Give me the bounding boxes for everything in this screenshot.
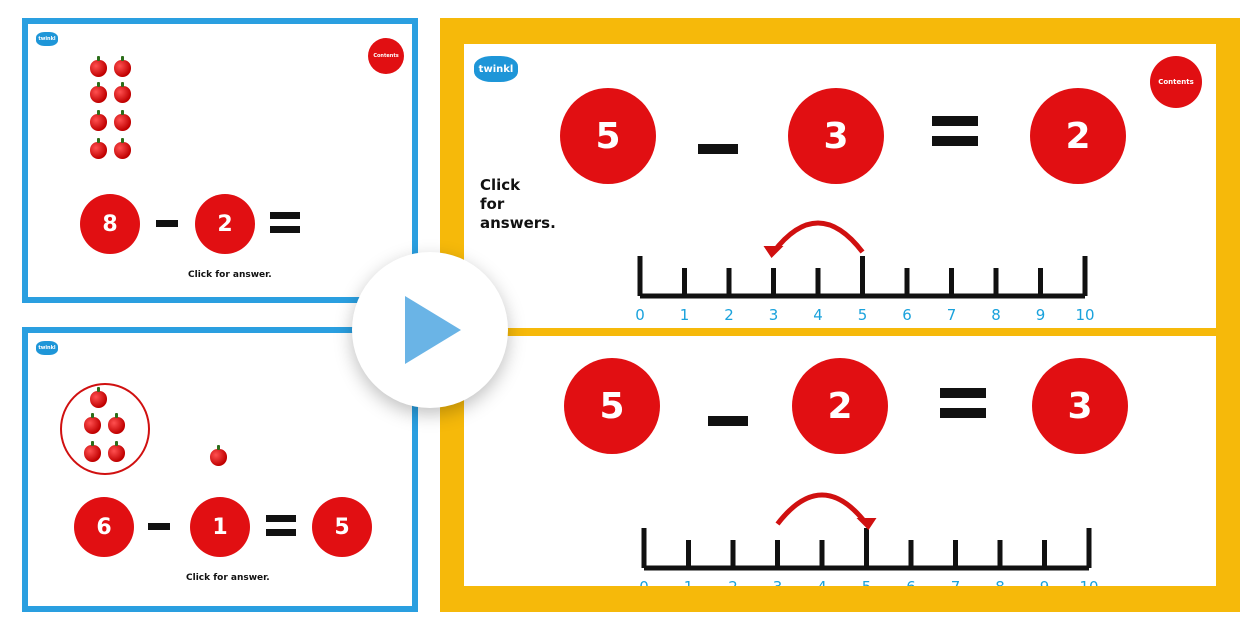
tick-label: 3 [769,306,779,324]
apple-icon [108,441,125,462]
equals-sign [932,116,978,146]
number-circle: 8 [80,194,140,254]
preview-panel-2: 5 2 3 0 1 2 3 4 5 6 7 8 9 10 [464,336,1216,586]
tick-label: 2 [724,306,734,324]
minus-sign [148,523,170,530]
apple-icon [210,445,227,466]
tick-label: 0 [635,306,645,324]
number-circle: 3 [1032,358,1128,454]
tick-label: 6 [906,578,916,586]
apple-icon [90,56,107,77]
minus-sign [708,416,748,426]
circled-apples-group [60,383,150,475]
tick-label: 10 [1079,578,1098,586]
number-circle: 2 [792,358,888,454]
tick-label: 5 [858,306,868,324]
tick-label: 0 [639,578,649,586]
click-line: Click [480,176,521,194]
large-preview-frame: twinkl Contents 5 3 2 Click for answers.… [440,18,1240,612]
click-for-answer[interactable]: Click for answer. [186,573,270,583]
tick-label: 1 [684,578,694,586]
number-circle: 2 [195,194,255,254]
apple-icon [84,413,101,434]
tick-label: 4 [817,578,827,586]
click-line: for [480,195,505,213]
jump-arrow-arc [771,220,865,254]
tick-label: 1 [680,306,690,324]
tick-label: 3 [773,578,783,586]
number-circle: 6 [74,497,134,557]
equals-sign [270,212,300,234]
jump-arrow-arc [775,492,869,526]
click-line: answers. [480,214,556,232]
apple-icon [108,413,125,434]
contents-button[interactable]: Contents [368,38,404,74]
play-triangle-icon [405,296,461,364]
number-circle: 5 [312,497,372,557]
apple-icon [84,441,101,462]
play-button[interactable] [352,252,508,408]
click-for-answer[interactable]: Click for answer. [188,270,272,280]
number-line-1: 0 1 2 3 4 5 6 7 8 9 10 [635,220,1095,324]
preview-panel-1: twinkl Contents 5 3 2 Click for answers.… [464,44,1216,328]
twinkl-logo: twinkl [474,56,518,82]
tick-label: 5 [862,578,872,586]
apple-icon [90,387,107,408]
apple-icon [114,82,131,103]
twinkl-logo: twinkl [36,341,58,355]
tick-label: 8 [995,578,1005,586]
tick-label: 10 [1075,306,1094,324]
apple-icon [114,138,131,159]
number-circle: 3 [788,88,884,184]
slide-thumbnail-2[interactable]: twinkl 6 1 5 Click for answer. [22,327,418,612]
tick-label: 7 [947,306,957,324]
tick-label: 2 [728,578,738,586]
minus-sign [698,144,738,154]
twinkl-logo: twinkl [36,32,58,46]
tick-label: 4 [813,306,823,324]
number-circle: 5 [560,88,656,184]
apple-icon [90,138,107,159]
apple-icon [114,56,131,77]
number-circle: 2 [1030,88,1126,184]
equals-sign [266,515,296,537]
tick-label: 9 [1036,306,1046,324]
tick-label: 7 [951,578,961,586]
apple-icon [90,82,107,103]
tick-label: 8 [991,306,1001,324]
apple-icon [114,110,131,131]
arrow-head-icon [856,518,877,530]
equals-sign [940,388,986,418]
number-circle: 5 [564,358,660,454]
arrow-head-icon [763,246,784,258]
tick-label: 9 [1040,578,1050,586]
minus-sign [156,220,178,227]
number-circle: 1 [190,497,250,557]
number-line-2: 0 1 2 3 4 5 6 7 8 9 10 [639,492,1099,586]
tick-label: 6 [902,306,912,324]
slide-thumbnail-1[interactable]: twinkl Contents 8 2 Click for answer. [22,18,418,303]
click-for-answers[interactable]: Click for answers. [480,176,556,233]
apple-icon [90,110,107,131]
contents-button[interactable]: Contents [1150,56,1202,108]
